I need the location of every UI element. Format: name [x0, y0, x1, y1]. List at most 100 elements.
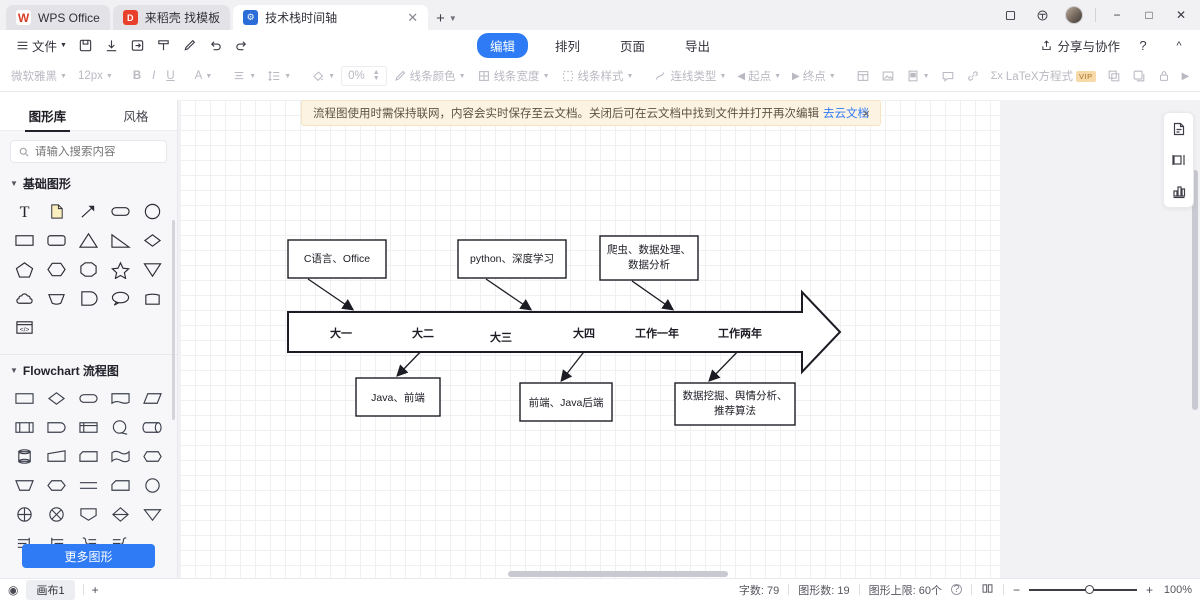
process-icon[interactable]	[8, 384, 40, 413]
line-style-button[interactable]: 线条样式▼	[556, 65, 639, 87]
arrow-line-icon[interactable]	[72, 197, 104, 226]
line-color-button[interactable]: 线条颜色▼	[388, 65, 471, 87]
line-width-button[interactable]: 线条宽度▼	[472, 65, 555, 87]
line-spacing-button[interactable]: ▼	[262, 66, 296, 86]
card-icon[interactable]: ▼	[901, 66, 935, 86]
font-color-button[interactable]: A▼	[194, 70, 213, 82]
zoom-slider-knob[interactable]	[1084, 585, 1094, 594]
brace-open-icon[interactable]	[105, 529, 137, 558]
latex-button[interactable]: Σx LaTeX方程式 VIP	[986, 65, 1101, 87]
triangle-icon[interactable]	[72, 226, 104, 255]
manual-operation-icon[interactable]	[8, 471, 40, 500]
decision-icon[interactable]	[40, 384, 72, 413]
share-button[interactable]: 分享与协作	[1040, 36, 1120, 55]
redo-icon[interactable]	[229, 35, 255, 57]
end-point-button[interactable]: ▶ 终点▼	[787, 65, 841, 87]
format-painter-icon[interactable]	[151, 35, 177, 57]
read-mode-icon[interactable]	[981, 582, 994, 598]
align-panel-icon[interactable]	[1168, 149, 1190, 171]
connector-top-2[interactable]	[485, 278, 533, 311]
shape-search-box[interactable]	[10, 140, 167, 163]
flowchart-diagram[interactable]	[180, 100, 1000, 578]
table-icon[interactable]	[851, 66, 875, 86]
right-triangle-icon[interactable]	[105, 226, 137, 255]
data-icon[interactable]	[137, 384, 169, 413]
restore-icon[interactable]	[995, 2, 1025, 28]
note-box-bottom-3[interactable]	[674, 382, 796, 426]
connector-top-1[interactable]	[307, 278, 355, 311]
comment-icon[interactable]	[936, 66, 960, 86]
chevron-down-icon[interactable]: ▼	[448, 14, 457, 23]
pentagon-icon[interactable]	[8, 255, 40, 284]
document-icon[interactable]	[105, 384, 137, 413]
zoom-in-button[interactable]: +	[1145, 582, 1153, 597]
browser-tab-docer[interactable]: D 来稻壳 找模板	[112, 5, 231, 30]
merge-icon[interactable]	[137, 500, 169, 529]
italic-button[interactable]: I	[147, 67, 160, 85]
group-header-basic[interactable]: ▼ 基础图形	[0, 168, 177, 195]
prep-icon[interactable]	[40, 471, 72, 500]
predefined-process-icon[interactable]	[8, 413, 40, 442]
brace-close-icon[interactable]	[72, 529, 104, 558]
note-icon[interactable]	[40, 197, 72, 226]
help-icon[interactable]: ?	[1139, 38, 1147, 53]
star-icon[interactable]	[105, 255, 137, 284]
parallel-mode-icon[interactable]	[72, 471, 104, 500]
group-icon[interactable]	[1102, 66, 1126, 86]
tab-style[interactable]: 风格	[123, 109, 149, 124]
minimize-button[interactable]: −	[1113, 8, 1121, 22]
left-panel-scrollbar[interactable]	[172, 220, 175, 420]
text-align-button[interactable]: ▼	[227, 66, 261, 86]
zoom-out-button[interactable]: −	[1012, 582, 1020, 597]
multi-document-icon[interactable]	[105, 442, 137, 471]
summing-junction-icon[interactable]	[8, 500, 40, 529]
card-icon[interactable]	[105, 471, 137, 500]
cloud-icon[interactable]	[8, 284, 40, 313]
download-icon[interactable]	[99, 35, 125, 57]
font-size-select[interactable]: 12px▼	[77, 70, 113, 82]
export-icon[interactable]	[125, 35, 151, 57]
tab-arrange[interactable]: 排列	[554, 40, 580, 54]
undo-icon[interactable]	[203, 35, 229, 57]
delay-icon[interactable]	[40, 413, 72, 442]
circle-icon[interactable]	[137, 197, 169, 226]
copy-style-icon[interactable]	[1127, 66, 1151, 86]
image-icon[interactable]	[876, 66, 900, 86]
bold-button[interactable]: B	[128, 67, 146, 85]
close-icon[interactable]: ✕	[407, 9, 419, 25]
group-header-flowchart[interactable]: ▼ Flowchart 流程图	[0, 355, 177, 382]
add-sheet-button[interactable]: +	[91, 582, 99, 597]
inverted-triangle-icon[interactable]	[137, 255, 169, 284]
search-input[interactable]	[35, 145, 155, 158]
code-block-icon[interactable]: </>	[8, 313, 40, 342]
browser-tab-active-document[interactable]: ⚙ 技术栈时间轴 ✕	[233, 5, 429, 30]
opacity-stepper[interactable]: 0% ▲▼	[341, 66, 387, 86]
speech-bubble-icon[interactable]	[105, 284, 137, 313]
horizontal-scrollbar[interactable]	[508, 571, 728, 577]
chart-panel-icon[interactable]	[1168, 180, 1190, 202]
collapse-ribbon-icon[interactable]: ^	[1176, 39, 1182, 52]
lock-icon[interactable]	[1152, 66, 1176, 86]
note-box-top-2[interactable]	[457, 239, 567, 279]
connector-top-3[interactable]	[631, 280, 675, 311]
maximize-button[interactable]: □	[1145, 8, 1153, 22]
go-to-cloud-doc-link[interactable]: 去云文档	[823, 108, 869, 120]
card-rect-icon[interactable]	[137, 284, 169, 313]
canvas-area[interactable]: C语言、Office python、深度学习 爬虫、数据处理、 数据分析 Jav…	[178, 100, 1200, 578]
new-tab-button[interactable]: + ▼	[428, 10, 463, 30]
terminator-icon[interactable]	[72, 384, 104, 413]
more-shapes-button[interactable]: 更多图形	[22, 544, 155, 568]
start-point-button[interactable]: ◀ 起点▼	[732, 65, 786, 87]
database-icon[interactable]	[8, 442, 40, 471]
note-box-top-3[interactable]	[599, 235, 699, 281]
file-menu[interactable]: 文件 ▼	[10, 33, 73, 58]
question-icon[interactable]: ?	[950, 584, 962, 595]
tab-page[interactable]: 页面	[620, 40, 646, 54]
tab-shape-library[interactable]: 图形库	[24, 100, 71, 132]
note-box-bottom-2[interactable]	[519, 382, 613, 422]
extract-icon[interactable]	[72, 500, 104, 529]
zoom-slider[interactable]	[1028, 584, 1137, 596]
rect-icon[interactable]	[8, 226, 40, 255]
on-page-ref-icon[interactable]	[137, 471, 169, 500]
rounded-rect2-icon[interactable]	[40, 226, 72, 255]
